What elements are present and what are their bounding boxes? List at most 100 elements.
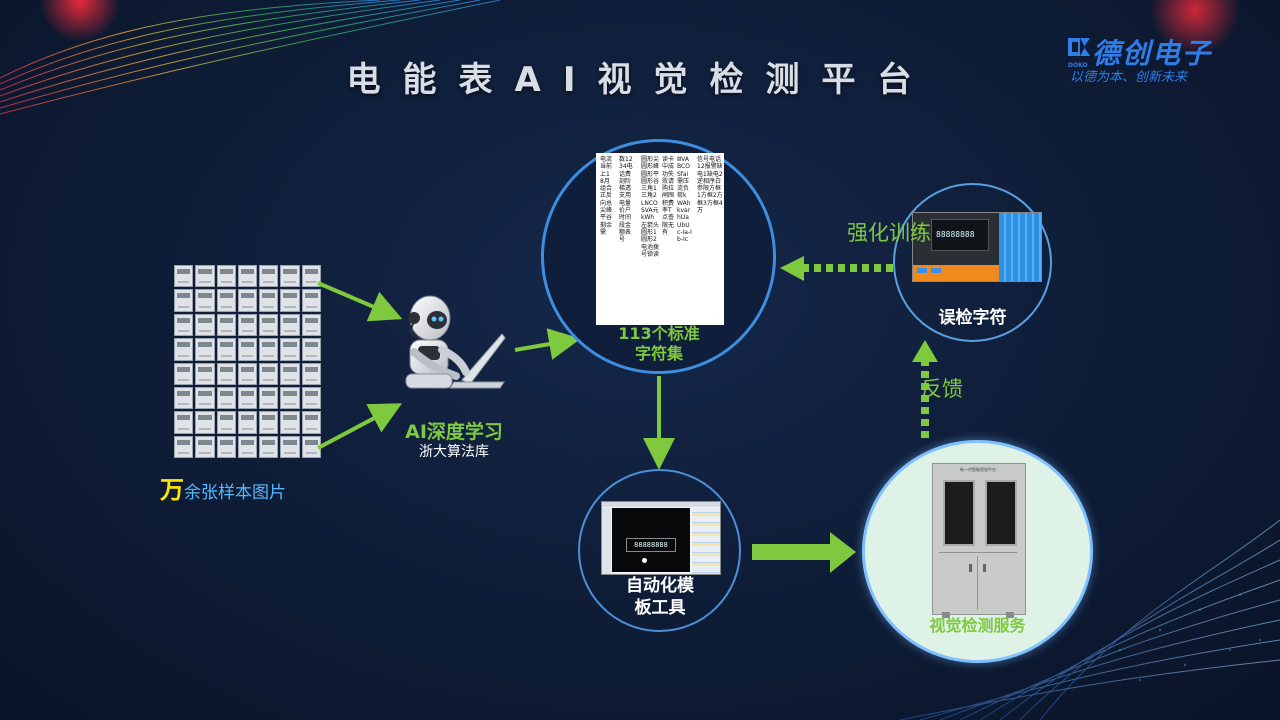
charset-label: 113个标准 字符集 bbox=[600, 324, 718, 364]
arrow-tool-to-detect-head bbox=[830, 532, 856, 573]
sample-meter bbox=[174, 435, 194, 458]
misdetect-circle bbox=[893, 183, 1052, 342]
arrow-samples-to-ai-2 bbox=[317, 403, 403, 450]
sample-meter bbox=[280, 289, 300, 312]
cabinet-foot-left bbox=[942, 612, 950, 618]
tool-left-toolbar bbox=[602, 508, 611, 574]
misdetect-btn-b bbox=[931, 268, 941, 273]
sample-meter bbox=[280, 313, 300, 337]
sample-meter bbox=[280, 362, 300, 385]
sample-meter bbox=[301, 386, 321, 410]
arrow-samples-to-ai bbox=[317, 281, 403, 322]
sample-meter bbox=[174, 265, 194, 288]
misdetect-screenshot: 88888888 bbox=[912, 212, 1042, 282]
sample-meter bbox=[259, 338, 279, 361]
cabinet-window-left bbox=[943, 480, 975, 546]
tool-side-panel bbox=[692, 508, 720, 574]
sample-meter bbox=[174, 411, 194, 434]
sample-meter bbox=[301, 289, 321, 312]
sample-meter bbox=[259, 265, 279, 288]
charset-column: 信号电话12报警缺电1缺电2逆相序白参限方框1方框2方框3方框4万 bbox=[697, 156, 723, 215]
samples-highlight: 万 bbox=[160, 476, 184, 504]
template-tool-circle bbox=[578, 469, 741, 632]
charset-column: 读卡中成功失败请购拉闸囤积费率T点查限无有 bbox=[662, 156, 675, 236]
reinforce-label: 强化训练 bbox=[847, 221, 931, 245]
cabinet-window-right bbox=[985, 480, 1017, 546]
robot-icon bbox=[405, 295, 506, 389]
sample-meter bbox=[216, 289, 236, 312]
sample-meter bbox=[237, 313, 258, 337]
charset-column: 电流当前上1 8月组合正反向总尖峰平谷剩余需 bbox=[600, 156, 613, 236]
detection-label: 视觉检测服务 bbox=[929, 616, 1026, 635]
sample-meter bbox=[280, 435, 300, 458]
sample-meter bbox=[259, 289, 279, 312]
misdetect-btn-a bbox=[917, 268, 927, 273]
sample-meter bbox=[259, 313, 279, 337]
sample-meter bbox=[174, 386, 194, 410]
company-slogan: 以德为本、创新未来 bbox=[1070, 70, 1188, 85]
tool-lcd: 88888888 bbox=[626, 538, 676, 552]
sample-meter bbox=[237, 289, 258, 312]
sample-meter bbox=[216, 386, 236, 410]
sample-meter bbox=[280, 411, 300, 434]
cabinet-handle-right bbox=[983, 564, 986, 572]
sample-meter bbox=[174, 313, 194, 337]
sample-meter bbox=[195, 411, 215, 434]
template-tool-screenshot: 88888888 bbox=[601, 501, 721, 575]
charset-column: ⅢVABCOSfai需压流负荷kWAhkvarhUaUbUc-Ia-Ib-Ic bbox=[677, 156, 692, 244]
arrow-tool-to-detect-body bbox=[752, 544, 834, 560]
charset-column: 数1234电话费剖阶梯透支用电量价户时间段金额表号 bbox=[619, 156, 633, 244]
misdetect-panel bbox=[999, 213, 1041, 281]
sample-meter bbox=[216, 362, 236, 385]
sample-meter bbox=[195, 289, 215, 312]
sample-meter bbox=[174, 362, 194, 385]
page-title: 电能表AI视觉检测平台 bbox=[346, 60, 934, 100]
charset-label-line2: 字符集 bbox=[634, 344, 683, 363]
sample-meter bbox=[216, 411, 236, 434]
sample-meter bbox=[280, 386, 300, 410]
ai-subtitle: 浙大算法库 bbox=[419, 444, 489, 460]
arrow-ai-to-charset bbox=[514, 328, 581, 360]
sample-meter bbox=[195, 313, 215, 337]
tool-label: 自动化模 板工具 bbox=[598, 575, 722, 619]
charset-label-line1: 113个标准 bbox=[618, 324, 700, 343]
sample-meter bbox=[301, 265, 321, 288]
feedback-label: 反馈 bbox=[921, 377, 963, 401]
samples-text: 余张样本图片 bbox=[184, 483, 286, 503]
company-logo-icon bbox=[1068, 38, 1090, 56]
cabinet-foot-right bbox=[1006, 612, 1014, 618]
sample-meter bbox=[237, 362, 258, 385]
sample-meter-grid bbox=[174, 265, 321, 458]
tool-label-line2: 板工具 bbox=[634, 598, 686, 618]
sample-meter bbox=[259, 411, 279, 434]
tool-titlebar bbox=[602, 502, 720, 507]
sample-meter bbox=[301, 435, 321, 458]
sample-meter bbox=[280, 338, 300, 361]
cabinet-handle-left bbox=[969, 564, 972, 572]
sample-meter bbox=[216, 313, 236, 337]
misdetect-lcd-digits: 88888888 bbox=[936, 230, 975, 239]
arrow-feedback-head bbox=[912, 340, 938, 362]
charset-column: 圆形尖圆形峰圆形平圆形谷三角1三角2LNCOSVA元kWh左箭头圆形1圆形2电池… bbox=[641, 156, 660, 258]
sample-meter bbox=[216, 265, 236, 288]
arrow-reinforce-head bbox=[780, 256, 804, 281]
sample-meter bbox=[259, 386, 279, 410]
sample-meter bbox=[237, 338, 258, 361]
sample-meter bbox=[174, 338, 194, 361]
sample-meter bbox=[237, 411, 258, 434]
sample-meter bbox=[195, 265, 215, 288]
sample-meter bbox=[195, 338, 215, 361]
sample-meter bbox=[259, 435, 279, 458]
samples-caption: 万余张样本图片 bbox=[160, 470, 286, 505]
cabinet-door-seam bbox=[977, 556, 978, 610]
tool-led bbox=[642, 558, 647, 563]
sample-meter bbox=[237, 265, 258, 288]
sample-meter bbox=[301, 362, 321, 385]
sample-meter bbox=[195, 362, 215, 385]
logo-mark-text: DOKO bbox=[1068, 62, 1088, 69]
sample-meter bbox=[216, 338, 236, 361]
company-name: 德创电子 bbox=[1092, 37, 1213, 70]
sample-meter bbox=[174, 289, 194, 312]
sample-meter bbox=[259, 362, 279, 385]
